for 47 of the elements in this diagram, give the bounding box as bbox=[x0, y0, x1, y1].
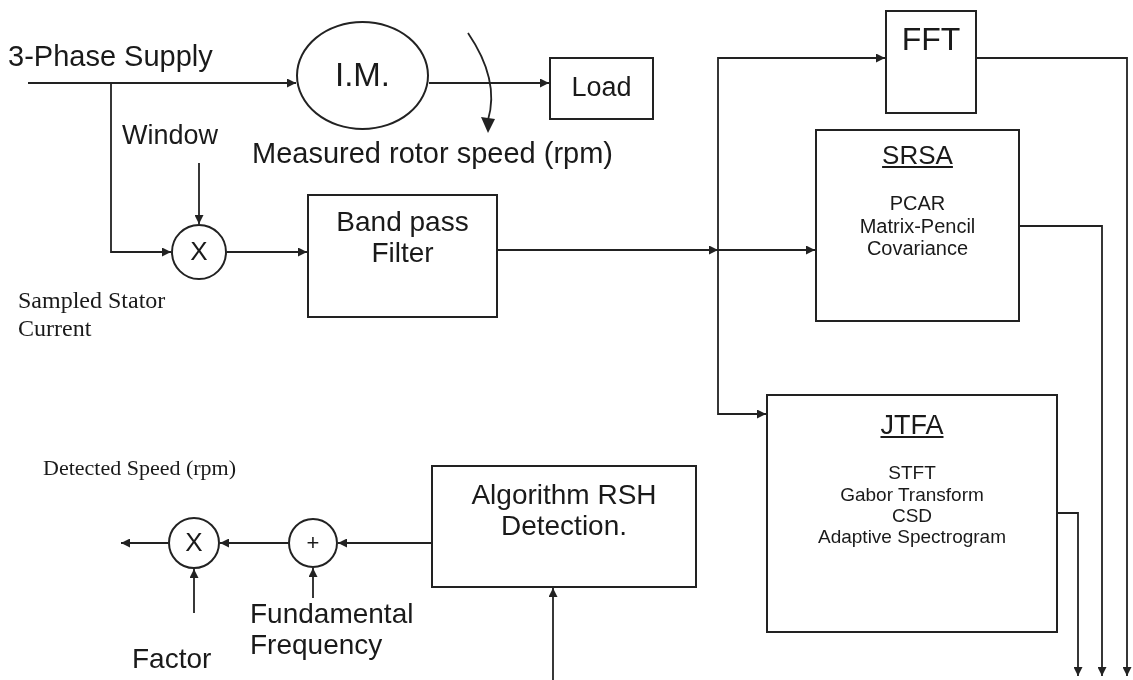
multiplier-circle bbox=[168, 517, 220, 569]
srsa-box bbox=[815, 129, 1020, 322]
arrow bbox=[1057, 512, 1083, 677]
box-label: PCAR bbox=[889, 192, 946, 215]
multiplier-circle bbox=[171, 224, 227, 280]
algorithm-box bbox=[431, 465, 697, 588]
box-label: X bbox=[185, 528, 203, 558]
box-label: Adaptive Spectrogram bbox=[818, 526, 1006, 548]
arrow bbox=[337, 538, 432, 548]
arrow bbox=[110, 82, 172, 257]
jtfa-box bbox=[766, 394, 1058, 633]
detected-speed-label: Detected Speed (rpm) bbox=[43, 455, 238, 481]
fundamental-frequency-label: Fundamental Frequency bbox=[250, 598, 415, 661]
rotor-speed-label: Measured rotor speed (rpm) bbox=[252, 137, 615, 171]
window-label: Window bbox=[122, 120, 219, 151]
filter-box bbox=[307, 194, 498, 318]
arrow bbox=[308, 567, 318, 599]
stator-current-label: Sampled Stator Current bbox=[18, 287, 167, 343]
arrow bbox=[189, 568, 199, 614]
box-label: Covariance bbox=[866, 236, 969, 260]
summing-circle bbox=[288, 518, 338, 568]
arrow bbox=[219, 538, 289, 548]
arrow bbox=[1019, 225, 1107, 677]
box-label: Load bbox=[571, 72, 632, 103]
arrow bbox=[27, 78, 297, 88]
box-label: X bbox=[190, 237, 208, 267]
arrow bbox=[548, 587, 558, 680]
box-label: CSD bbox=[891, 504, 933, 527]
supply-label: 3-Phase Supply bbox=[8, 40, 213, 73]
box-heading: JTFA bbox=[880, 410, 944, 441]
arrow bbox=[976, 57, 1132, 677]
box-heading: SRSA bbox=[882, 141, 953, 171]
box-label: Algorithm RSH Detection. bbox=[470, 479, 658, 542]
box-label: STFT bbox=[888, 462, 936, 484]
box-label: + bbox=[306, 530, 320, 556]
box-label: FFT bbox=[901, 22, 961, 58]
load-box bbox=[549, 57, 654, 120]
arrow bbox=[428, 78, 550, 88]
arrow bbox=[226, 247, 308, 257]
box-label: Gabor Transform bbox=[840, 483, 984, 505]
box-label: Band pass Filter bbox=[335, 206, 470, 269]
fft-box bbox=[885, 10, 977, 114]
arrow bbox=[194, 162, 204, 225]
box-label: Matrix-Pencil bbox=[859, 214, 976, 237]
box-label: I.M. bbox=[335, 57, 390, 94]
factor-label: Factor bbox=[132, 643, 212, 675]
arrow bbox=[120, 538, 169, 548]
